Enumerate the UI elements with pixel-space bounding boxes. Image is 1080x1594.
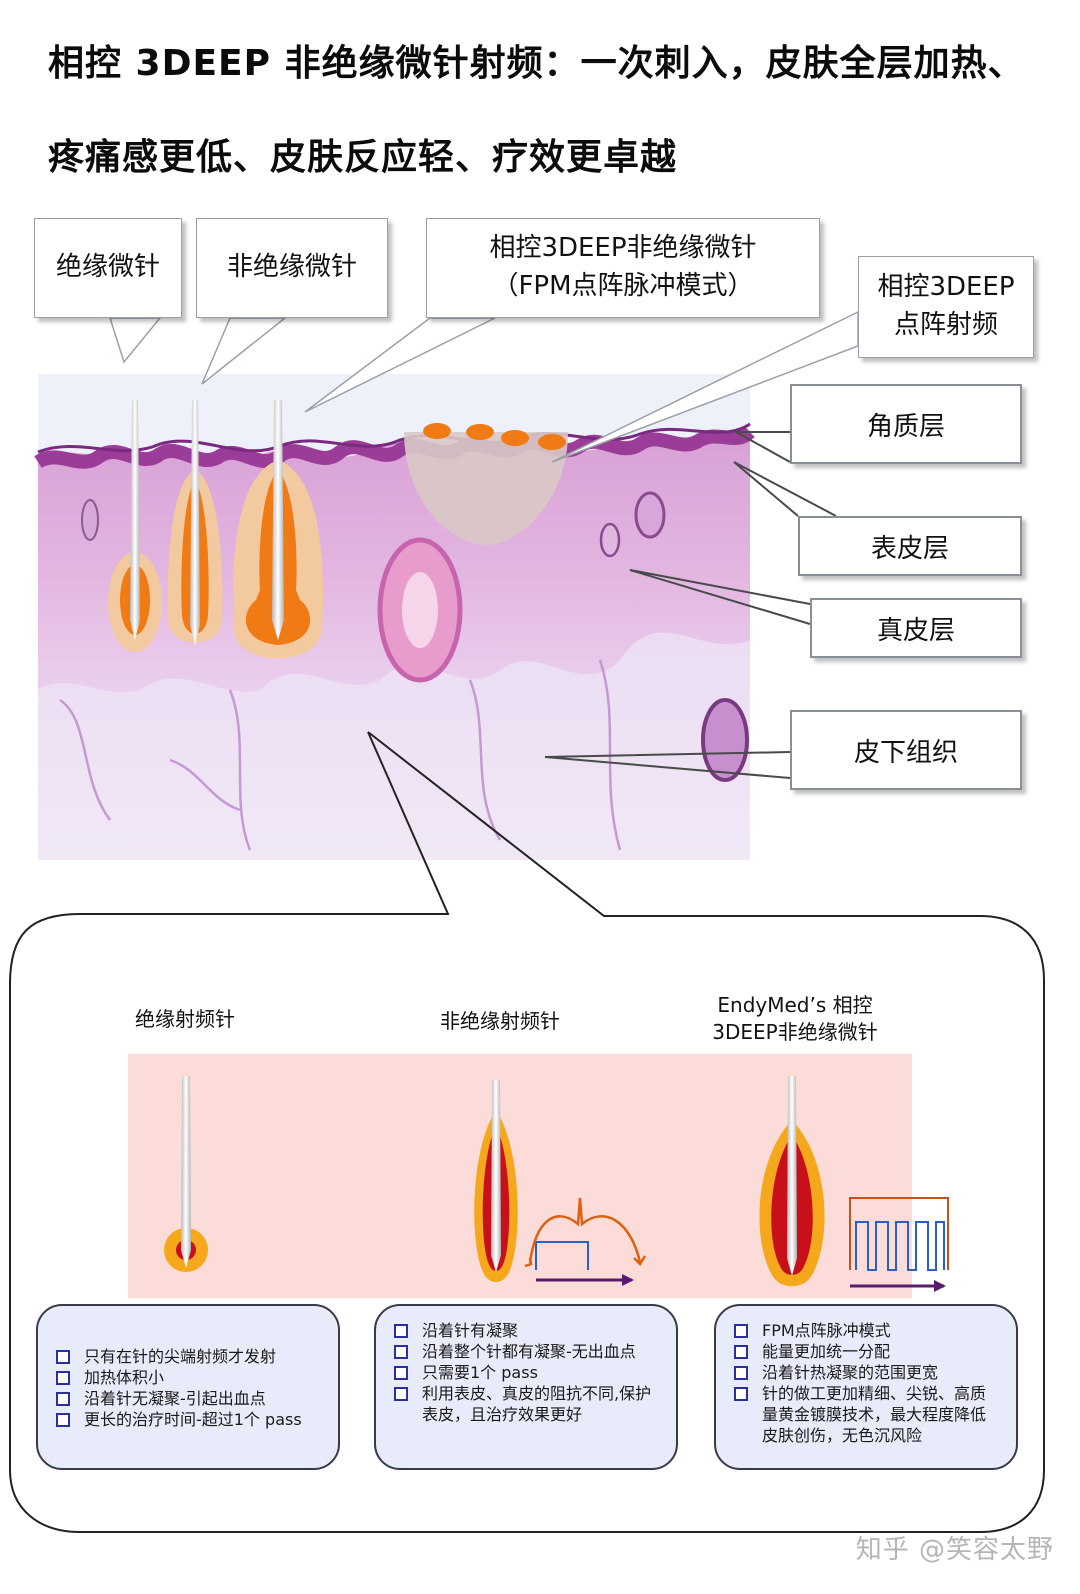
layer-label-stratum-corneum: 角质层 <box>790 384 1022 464</box>
callout-phase-fpm-line2: （FPM点阵脉冲模式） <box>492 271 754 301</box>
waveform-non-insulated <box>524 1197 647 1286</box>
layer-label-epidermis-text: 表皮层 <box>870 533 949 564</box>
callout-phase-rf: 相控3DEEP 点阵射频 <box>858 256 1034 358</box>
needle-insulated <box>108 400 162 652</box>
checkbox-bullet-icon <box>56 1371 70 1385</box>
compare-title-phase-3deep-line2: 3DEEP非绝缘微针 <box>712 1020 878 1044</box>
callout-non-insulated-label: 非绝缘微针 <box>226 252 357 283</box>
layer-label-subcutaneous-text: 皮下组织 <box>853 737 958 768</box>
callout-insulated: 绝缘微针 <box>34 218 182 318</box>
callout-tail-phase-fpm <box>304 317 496 413</box>
checkbox-bullet-icon <box>394 1366 408 1380</box>
checkbox-bullet-icon <box>394 1345 408 1359</box>
needle-phase-3deep <box>232 400 324 659</box>
layer-label-dermis-text: 真皮层 <box>876 615 955 646</box>
compare-title-insulated: 绝缘射频针 <box>135 1007 235 1031</box>
panel-needle-phase-3deep <box>759 1076 825 1287</box>
callout-phase-fpm-line1: 相控3DEEP非绝缘微针 <box>489 233 757 264</box>
feature-item: 能量更加统一分配 <box>734 1341 1000 1362</box>
callout-tail-insulated <box>108 317 162 364</box>
feature-item: 针的做工更加精细、尖锐、高质量黄金镀膜技术，最大程度降低皮肤创伤，无色沉风险 <box>734 1383 1000 1446</box>
checkbox-bullet-icon <box>56 1350 70 1364</box>
callout-insulated-label: 绝缘微针 <box>55 252 160 283</box>
layer-pointers <box>544 431 837 779</box>
compare-title-phase-3deep-line1: EndyMed’s 相控 <box>717 993 873 1017</box>
checkbox-bullet-icon <box>394 1387 408 1401</box>
phase-rf-heat-zone <box>404 423 568 545</box>
panel-needle-insulated <box>164 1076 208 1272</box>
layer-label-epidermis: 表皮层 <box>798 516 1022 576</box>
feature-box-phase-3deep: FPM点阵脉冲模式 能量更加统一分配 沿着针热凝聚的范围更宽 针的做工更加精细、… <box>714 1304 1018 1470</box>
layer-label-dermis: 真皮层 <box>810 598 1022 658</box>
panel-needle-non-insulated <box>474 1080 518 1282</box>
title-line-1: 相控 3DEEP 非绝缘微针射频：一次刺入，皮肤全层加热、 <box>48 43 1025 84</box>
feature-item: 沿着针无凝聚-引起出血点 <box>56 1388 322 1409</box>
callout-tail-non-insulated <box>201 317 288 385</box>
checkbox-bullet-icon <box>734 1387 748 1401</box>
checkbox-bullet-icon <box>394 1324 408 1338</box>
feature-item: 只有在针的尖端射频才发射 <box>56 1346 322 1367</box>
feature-item: FPM点阵脉冲模式 <box>734 1320 1000 1341</box>
checkbox-bullet-icon <box>56 1413 70 1427</box>
feature-item: 更长的治疗时间-超过1个 pass <box>56 1409 322 1430</box>
title-line-2: 疼痛感更低、皮肤反应轻、疗效更卓越 <box>48 137 678 178</box>
callout-non-insulated: 非绝缘微针 <box>196 218 388 318</box>
feature-box-insulated: 只有在针的尖端射频才发射 加热体积小 沿着针无凝聚-引起出血点 更长的治疗时间-… <box>36 1304 340 1470</box>
callout-phase-rf-line1: 相控3DEEP <box>877 272 1015 303</box>
watermark: 知乎 @笑容太野 <box>855 1535 1054 1565</box>
feature-item: 加热体积小 <box>56 1367 322 1388</box>
feature-item: 沿着整个针都有凝聚-无出血点 <box>394 1341 660 1362</box>
layer-label-stratum-corneum-text: 角质层 <box>866 411 945 442</box>
feature-box-non-insulated: 沿着针有凝聚 沿着整个针都有凝聚-无出血点 只需要1个 pass 利用表皮、真皮… <box>374 1304 678 1470</box>
checkbox-bullet-icon <box>56 1392 70 1406</box>
magnifier-lines <box>9 731 1045 985</box>
feature-item: 沿着针有凝聚 <box>394 1320 660 1341</box>
compare-title-non-insulated: 非绝缘射频针 <box>440 1009 560 1033</box>
checkbox-bullet-icon <box>734 1345 748 1359</box>
callout-phase-fpm: 相控3DEEP非绝缘微针 （FPM点阵脉冲模式） <box>426 218 820 318</box>
feature-item: 只需要1个 pass <box>394 1362 660 1383</box>
waveform-phase-3deep <box>849 1197 949 1292</box>
callout-phase-rf-line2: 点阵射频 <box>893 310 998 340</box>
compare-title-phase-3deep: EndyMed’s 相控 3DEEP非绝缘微针 <box>690 992 900 1046</box>
comparison-frame <box>9 980 1045 1533</box>
checkbox-bullet-icon <box>734 1324 748 1338</box>
feature-item: 沿着针热凝聚的范围更宽 <box>734 1362 1000 1383</box>
needle-non-insulated <box>167 400 223 645</box>
checkbox-bullet-icon <box>734 1366 748 1380</box>
feature-item: 利用表皮、真皮的阻抗不同,保护表皮，且治疗效果更好 <box>394 1383 660 1425</box>
layer-label-subcutaneous: 皮下组织 <box>790 710 1022 790</box>
